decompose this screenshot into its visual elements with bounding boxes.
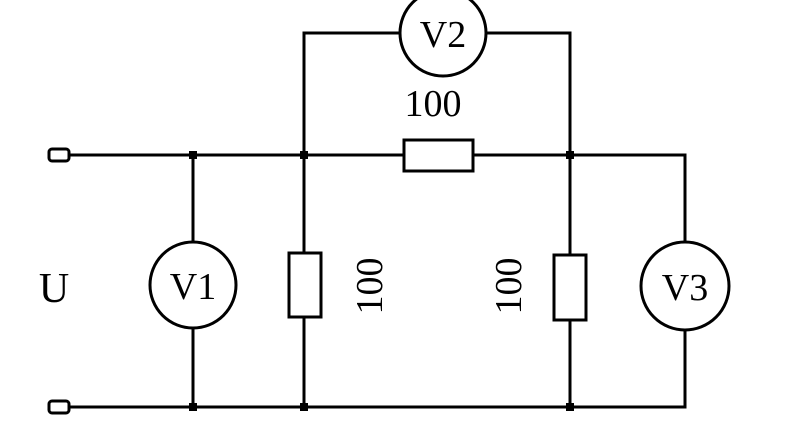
junction-v1-bottom xyxy=(189,403,197,411)
junction-right-top xyxy=(566,151,574,159)
voltmeter-v2-circle xyxy=(398,0,488,78)
resistor-top xyxy=(402,138,475,173)
junction-v1-top xyxy=(189,151,197,159)
junction-right-bottom xyxy=(566,403,574,411)
terminal-top xyxy=(47,147,71,163)
voltmeter-v1-label: V1 xyxy=(170,266,216,308)
resistor-left-value: 100 xyxy=(349,258,391,315)
resistor-top-value: 100 xyxy=(405,83,462,125)
resistor-right xyxy=(552,253,588,322)
voltmeter-v1: V1 xyxy=(148,240,238,330)
junction-left-bottom xyxy=(300,403,308,411)
voltmeter-v3-label: V3 xyxy=(662,267,708,309)
resistor-right-value: 100 xyxy=(488,258,530,315)
wires xyxy=(68,31,687,409)
resistor-left xyxy=(287,251,323,319)
voltmeter-v2: V2 xyxy=(398,0,488,78)
voltmeter-v2-label: V2 xyxy=(420,14,466,56)
voltmeter-v3: V3 xyxy=(639,240,731,332)
terminal-bottom xyxy=(47,399,71,415)
voltmeter-v1-circle xyxy=(148,240,238,330)
voltmeter-v3-circle xyxy=(639,240,731,332)
junction-left-top xyxy=(300,151,308,159)
source-label: U xyxy=(39,266,69,312)
junctions xyxy=(189,151,574,411)
